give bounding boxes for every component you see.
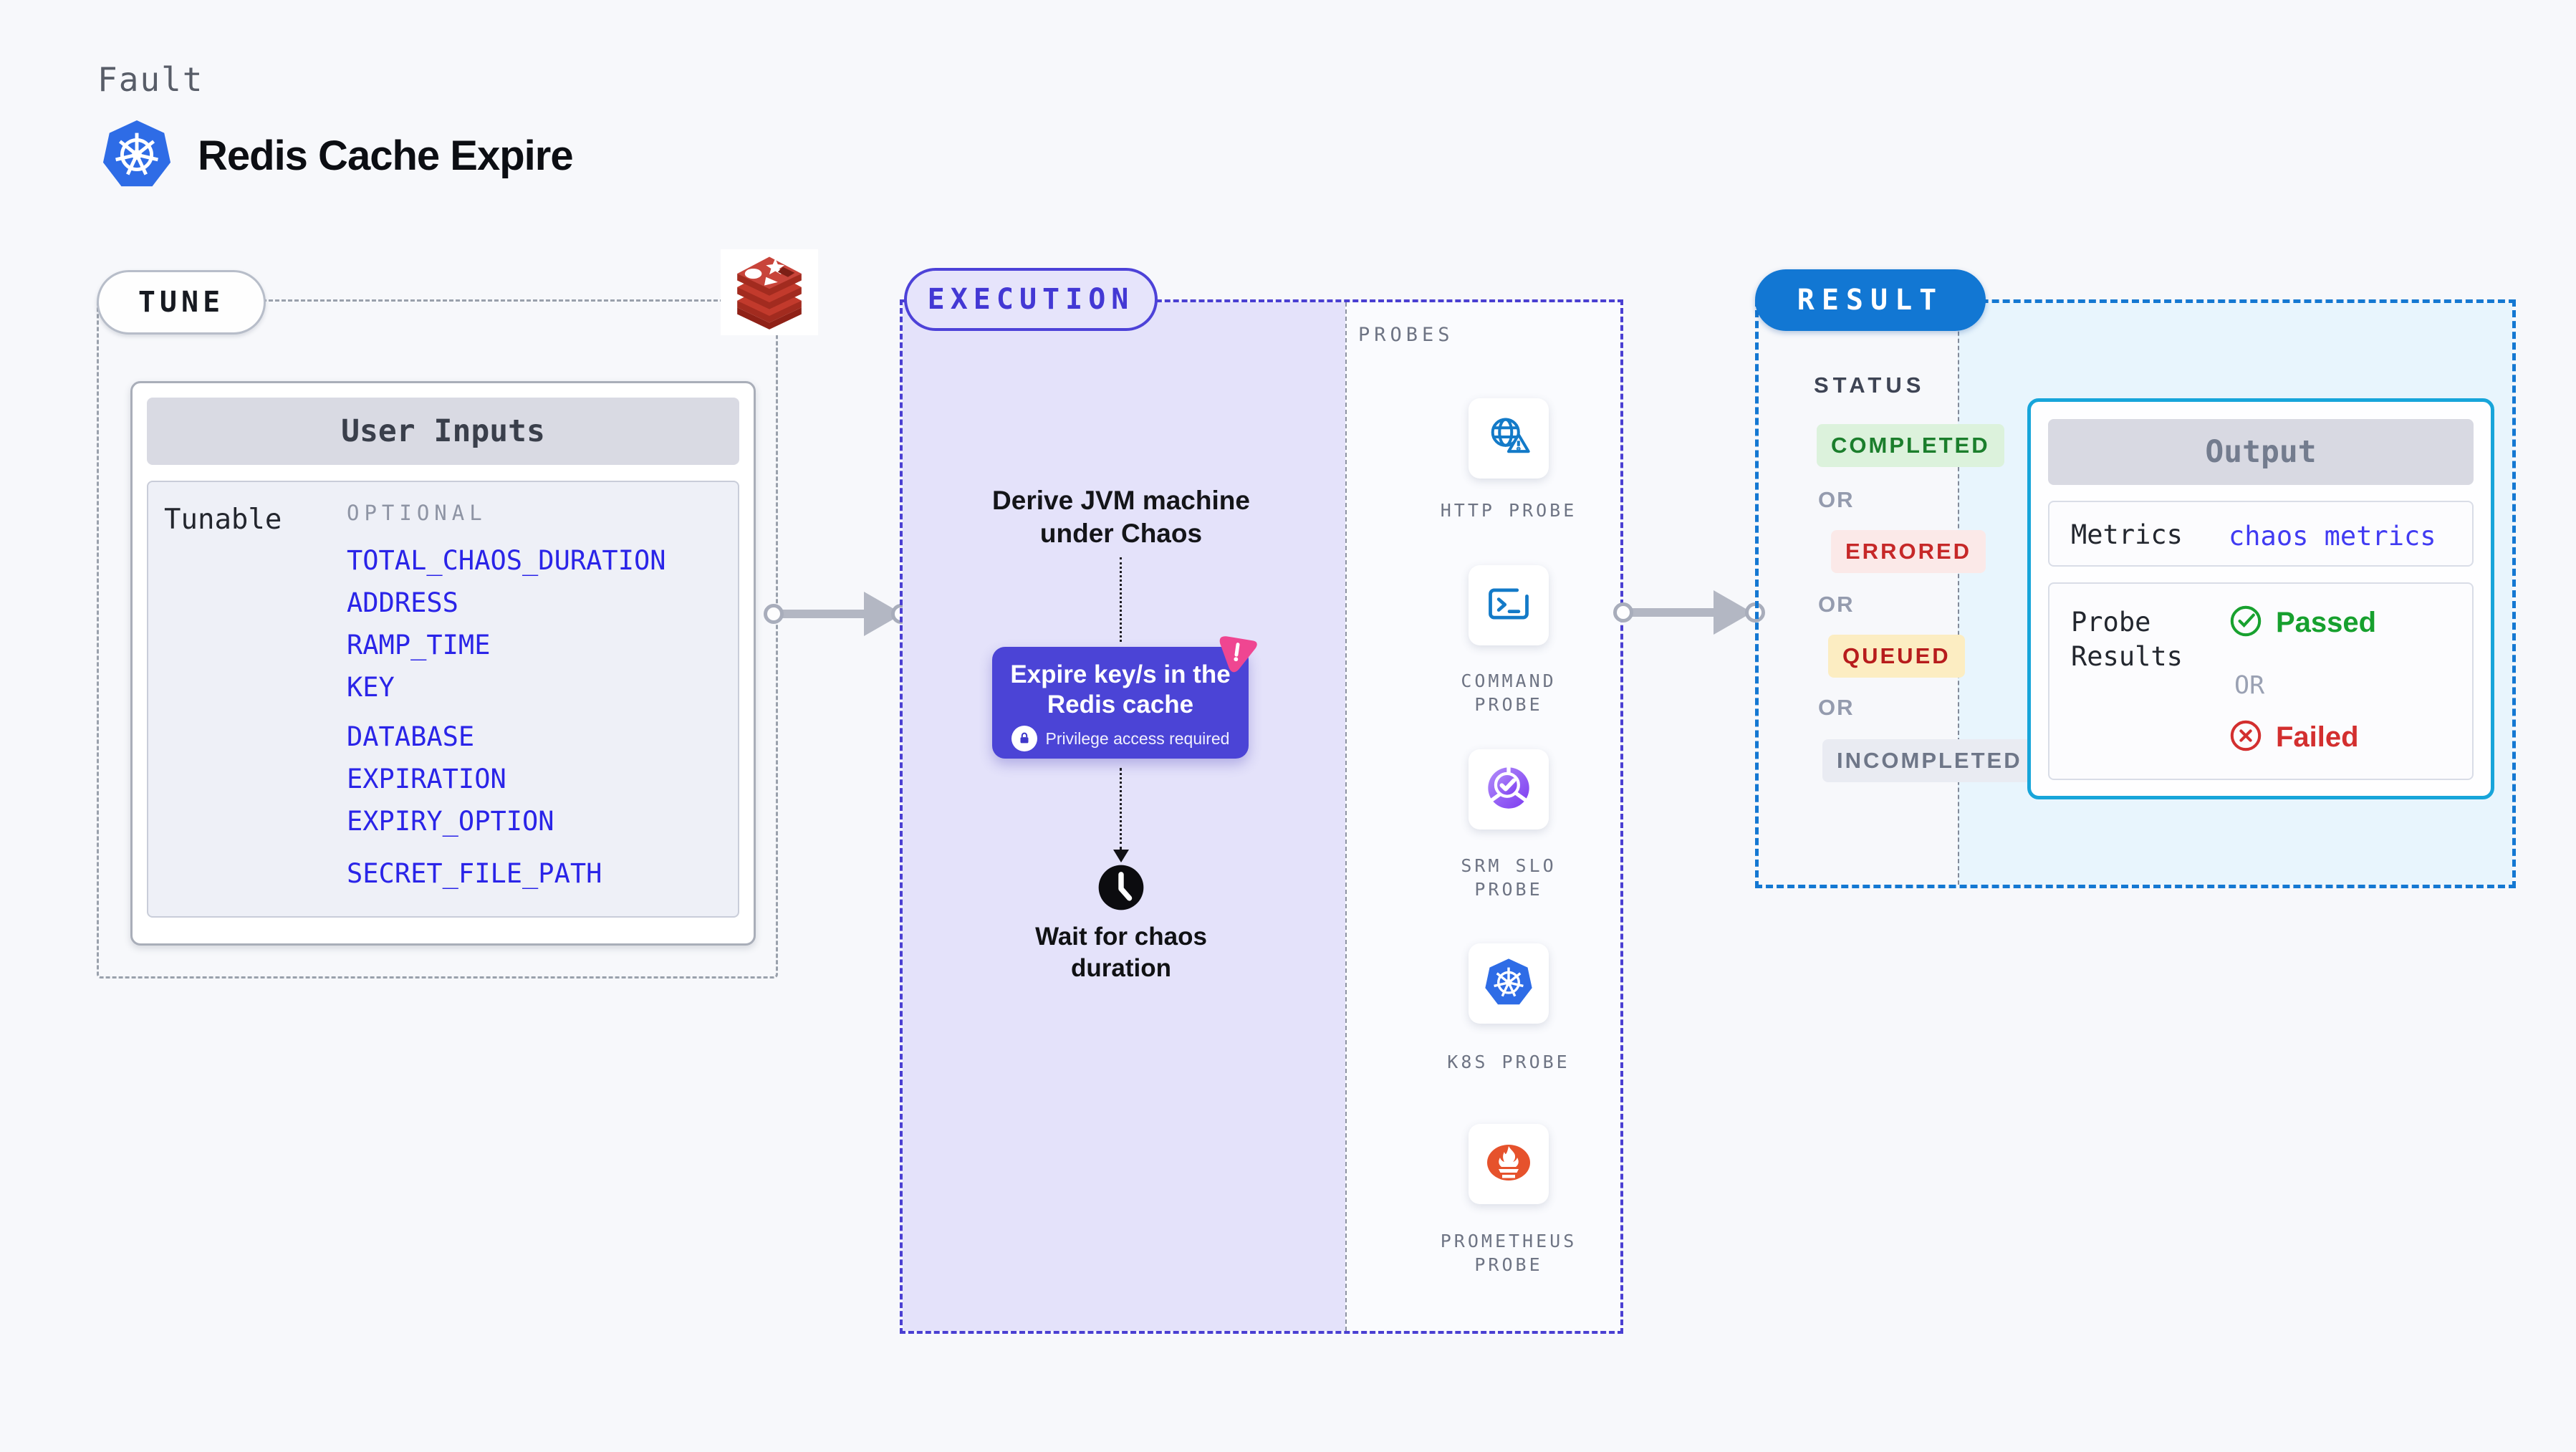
wait-clock-icon — [1097, 864, 1145, 915]
param-link[interactable]: DATABASE — [347, 721, 475, 752]
status-badge-incompleted: INCOMPLETED — [1822, 739, 2037, 782]
connector-dot — [764, 604, 784, 624]
or-separator: OR — [1818, 487, 1855, 512]
result-divider — [1958, 303, 1959, 885]
tune-badge: TUNE — [97, 270, 266, 335]
probe-card-prometheus — [1469, 1124, 1549, 1204]
or-separator: OR — [2234, 671, 2265, 700]
probe-results-row: Probe Results Passed OR Failed — [2048, 582, 2474, 780]
probe-label-http: HTTP PROBE — [1440, 500, 1577, 521]
probe-card-srm-slo — [1469, 749, 1549, 830]
k8s-probe-icon — [1484, 958, 1533, 1010]
tune-to-execution-arrow — [774, 610, 865, 618]
user-inputs-panel: Tunable OPTIONAL TOTAL_CHAOS_DURATION AD… — [147, 481, 739, 918]
fault-action-line1: Expire key/s in the — [1010, 660, 1231, 688]
metrics-label: Metrics — [2071, 519, 2183, 550]
fault-action-line2: Redis cache — [1047, 691, 1194, 718]
status-badge-completed: COMPLETED — [1817, 424, 2004, 467]
param-link[interactable]: SECRET_FILE_PATH — [347, 858, 602, 889]
optional-group-label: OPTIONAL — [347, 501, 487, 525]
status-badge-errored: ERRORED — [1831, 530, 1986, 573]
flow-connector — [1120, 768, 1122, 850]
page-title: Redis Cache Expire — [198, 133, 574, 179]
param-link[interactable]: EXPIRY_OPTION — [347, 806, 554, 837]
or-separator: OR — [1818, 592, 1855, 617]
fault-action-box: Expire key/s in the Redis cache Privileg… — [992, 647, 1249, 759]
passed-result: Passed — [2229, 604, 2376, 642]
redis-logo-icon — [721, 249, 818, 335]
or-separator: OR — [1818, 695, 1855, 720]
execution-to-result-arrow — [1623, 608, 1715, 617]
status-label: STATUS — [1814, 372, 1926, 398]
tunable-params-list: TOTAL_CHAOS_DURATION ADDRESS RAMP_TIME K… — [347, 539, 666, 895]
probe-label-k8s: K8S PROBE — [1447, 1052, 1570, 1072]
kubernetes-icon — [102, 119, 172, 193]
output-card: Output Metrics chaos metrics Probe Resul… — [2027, 398, 2494, 799]
chaos-faults-icon — [1213, 629, 1261, 680]
param-link[interactable]: TOTAL_CHAOS_DURATION — [347, 545, 666, 576]
wait-step-text: Wait for chaos duration — [1035, 923, 1207, 982]
probe-card-k8s — [1469, 943, 1549, 1024]
fault-eyebrow: Fault — [97, 60, 204, 99]
param-link[interactable]: EXPIRATION — [347, 764, 506, 794]
user-inputs-card: User Inputs Tunable OPTIONAL TOTAL_CHAOS… — [130, 381, 756, 946]
srm-slo-probe-icon — [1484, 764, 1533, 816]
param-link[interactable]: KEY — [347, 672, 395, 703]
execution-badge: EXECUTION — [904, 268, 1158, 331]
output-title: Output — [2048, 419, 2474, 485]
param-link[interactable]: RAMP_TIME — [347, 630, 491, 660]
chaos-metrics-link[interactable]: chaos metrics — [2229, 521, 2436, 552]
execution-flow-area — [903, 302, 1345, 1331]
execution-section — [900, 299, 1623, 1334]
passed-check-icon — [2229, 604, 2263, 642]
http-probe-icon — [1484, 413, 1533, 465]
flow-connector — [1120, 557, 1122, 642]
result-badge: RESULT — [1755, 269, 1986, 331]
failed-x-icon — [2229, 718, 2263, 756]
metrics-row: Metrics chaos metrics — [2048, 501, 2474, 567]
probe-results-label: Probe Results — [2071, 607, 2183, 672]
failed-result: Failed — [2229, 718, 2359, 756]
param-link[interactable]: ADDRESS — [347, 587, 458, 618]
probe-card-http — [1469, 398, 1549, 479]
user-inputs-title: User Inputs — [147, 398, 739, 465]
status-badge-queued: QUEUED — [1828, 635, 1965, 678]
derive-step-text: Derive JVM machine under Chaos — [992, 486, 1250, 548]
prometheus-probe-icon — [1483, 1140, 1534, 1189]
probes-divider — [1345, 302, 1347, 1331]
probes-label: PROBES — [1358, 324, 1454, 346]
probe-card-command — [1469, 565, 1549, 645]
flow-arrowhead — [1113, 850, 1129, 862]
lock-icon — [1011, 726, 1037, 751]
privilege-note: Privilege access required — [992, 726, 1249, 751]
tune-section — [97, 299, 778, 979]
tunable-row-label: Tunable — [164, 504, 282, 536]
connector-dot — [1613, 602, 1633, 622]
page-title-row: Redis Cache Expire — [102, 119, 574, 193]
command-probe-icon — [1484, 580, 1533, 632]
